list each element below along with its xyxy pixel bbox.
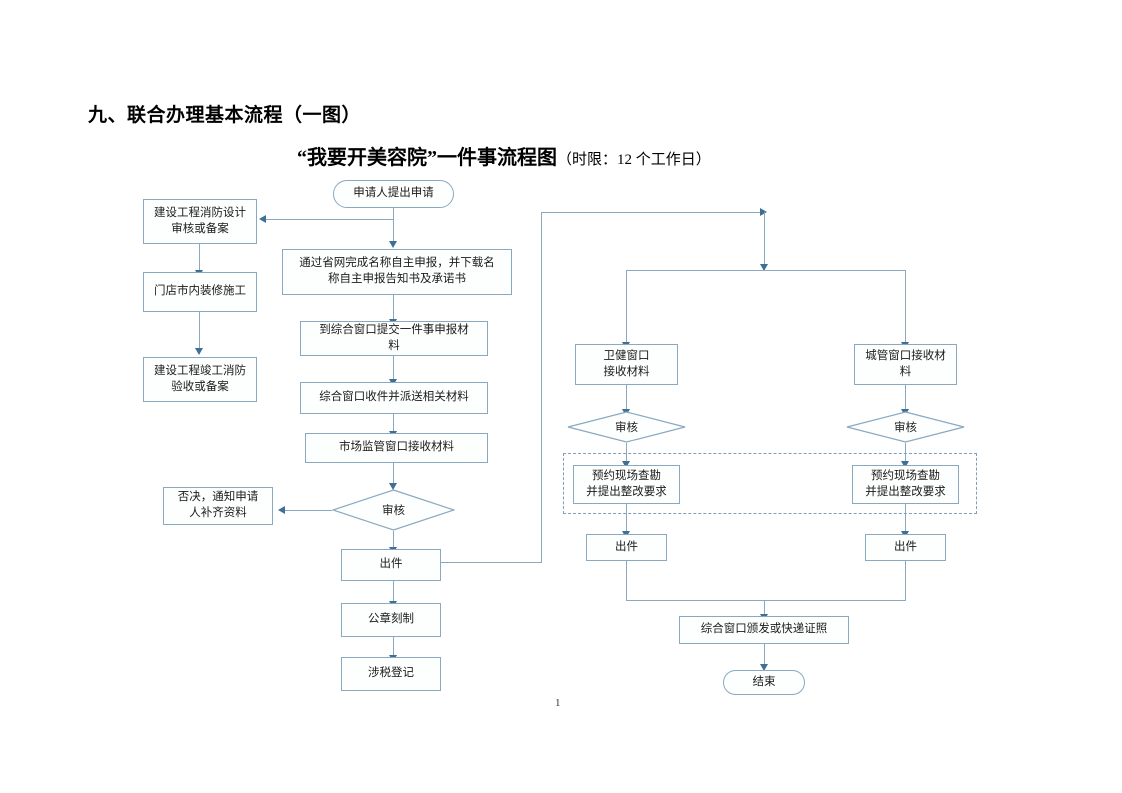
node-reject-notice[interactable]: 否决，通知申请 人补齐资料 xyxy=(163,487,273,525)
node-review-health-label: 审核 xyxy=(615,422,638,434)
connector-start-to-name-decl xyxy=(393,219,395,242)
node-seal-engraving-label: 公章刻制 xyxy=(368,613,414,626)
diamond-shape-icon xyxy=(332,489,455,531)
connector-rail-drop xyxy=(764,212,766,270)
connector-start-down xyxy=(393,208,395,220)
connector-decoration-to-fire-accept xyxy=(199,312,201,350)
node-health-receive-label: 卫健窗口 接收材料 xyxy=(603,349,650,378)
connector-top-rail xyxy=(541,212,764,214)
node-decoration-label: 门店市内装修施工 xyxy=(154,285,246,298)
node-review-urban[interactable]: 审核 xyxy=(846,411,965,443)
connector-survey-right-to-out xyxy=(905,504,907,534)
connector-out-left-down xyxy=(626,561,628,600)
node-fire-acceptance[interactable]: 建设工程竣工消防 验收或备案 xyxy=(143,357,257,402)
onsite-survey-group xyxy=(563,453,977,514)
node-issue-certificate[interactable]: 综合窗口颁发或快递证照 xyxy=(679,616,849,644)
node-fire-design[interactable]: 建设工程消防设计 审核或备案 xyxy=(143,199,257,244)
node-fire-acceptance-label: 建设工程竣工消防 验收或备案 xyxy=(154,364,246,393)
node-review-urban-label: 审核 xyxy=(894,422,917,434)
connector-urban-to-review-right xyxy=(905,385,907,411)
connector-out-mid-to-seal xyxy=(393,581,395,603)
node-survey-health[interactable]: 预约现场查勘 并提出整改要求 xyxy=(573,465,680,504)
node-out-middle[interactable]: 出件 xyxy=(341,549,441,581)
connector-submit-to-receive xyxy=(393,356,395,381)
connector-split-to-urban xyxy=(905,270,907,344)
connector-name-decl-to-submit xyxy=(393,295,395,321)
connector-out-mid-right xyxy=(430,562,542,564)
connector-branch-split-bar xyxy=(626,270,906,272)
page-title: “我要开美容院”一件事流程图（时限：12 个工作日） xyxy=(297,141,711,170)
node-survey-urban[interactable]: 预约现场查勘 并提出整改要求 xyxy=(852,465,959,504)
node-market-receive-label: 市场监管窗口接收材料 xyxy=(339,441,454,454)
arrow-to-review-mid xyxy=(389,483,397,490)
arrow-to-name-decl xyxy=(389,241,397,248)
arrow-top-rail xyxy=(760,208,767,216)
node-end-label: 结束 xyxy=(752,675,776,688)
connector-receive-to-market xyxy=(393,414,395,433)
node-out-urban[interactable]: 出件 xyxy=(865,534,946,561)
node-review-health[interactable]: 审核 xyxy=(567,411,686,443)
node-survey-health-label: 预约现场查勘 并提出整改要求 xyxy=(586,469,667,498)
arrow-rail-drop xyxy=(760,264,768,271)
node-start[interactable]: 申请人提出申请 xyxy=(333,180,454,208)
connector-merge-bar xyxy=(626,600,906,602)
connector-out-mid-riser xyxy=(541,212,543,563)
node-submit-materials[interactable]: 到综合窗口提交一件事申报材 料 xyxy=(300,321,488,356)
node-end[interactable]: 结束 xyxy=(723,670,805,695)
arrow-to-survey-right xyxy=(901,461,909,468)
connector-review-right-to-survey xyxy=(905,443,907,465)
connector-start-to-fire-design xyxy=(263,219,394,221)
node-decoration[interactable]: 门店市内装修施工 xyxy=(143,272,257,312)
page-title-main: “我要开美容院”一件事流程图 xyxy=(297,147,557,169)
connector-market-to-review xyxy=(393,463,395,485)
arrow-to-fire-accept xyxy=(195,348,203,355)
node-reject-notice-label: 否决，通知申请 人补齐资料 xyxy=(177,491,259,519)
node-out-health[interactable]: 出件 xyxy=(586,534,667,561)
node-tax-registration[interactable]: 涉税登记 xyxy=(341,657,441,691)
node-survey-urban-label: 预约现场查勘 并提出整改要求 xyxy=(865,469,946,498)
arrow-to-survey-left xyxy=(622,461,630,468)
node-out-urban-label: 出件 xyxy=(894,540,917,553)
node-market-receive[interactable]: 市场监管窗口接收材料 xyxy=(305,433,488,463)
connector-issue-to-end xyxy=(764,644,766,666)
connector-health-to-review-left xyxy=(626,385,628,411)
node-receive-dispatch[interactable]: 综合窗口收件并派送相关材料 xyxy=(300,382,488,414)
connector-survey-left-to-out xyxy=(626,504,628,534)
connector-split-to-health xyxy=(626,270,628,344)
node-review-middle[interactable]: 审核 xyxy=(332,489,455,531)
node-out-middle-label: 出件 xyxy=(379,558,403,571)
node-name-declaration[interactable]: 通过省网完成名称自主申报，并下载名 称自主申报告知书及承诺书 xyxy=(282,249,512,295)
connector-review-to-out-mid xyxy=(393,531,395,549)
node-name-declaration-label: 通过省网完成名称自主申报，并下载名 称自主申报告知书及承诺书 xyxy=(299,257,495,285)
node-receive-dispatch-label: 综合窗口收件并派送相关材料 xyxy=(319,391,469,404)
arrow-to-reject xyxy=(278,506,285,514)
connector-out-right-down xyxy=(905,561,907,600)
diamond-shape-icon xyxy=(567,411,686,443)
node-health-receive[interactable]: 卫健窗口 接收材料 xyxy=(575,344,678,385)
connector-merge-to-issue xyxy=(764,600,766,616)
node-submit-materials-label: 到综合窗口提交一件事申报材 料 xyxy=(319,323,469,352)
node-out-health-label: 出件 xyxy=(615,540,638,553)
connector-review-left-to-survey xyxy=(626,443,628,465)
node-tax-registration-label: 涉税登记 xyxy=(368,667,414,680)
section-heading: 九、联合办理基本流程（一图） xyxy=(88,105,362,126)
connector-fire-design-to-decoration xyxy=(199,244,201,272)
node-start-label: 申请人提出申请 xyxy=(353,187,434,200)
node-fire-design-label: 建设工程消防设计 审核或备案 xyxy=(154,206,246,235)
arrow-to-end xyxy=(760,664,768,671)
node-urban-receive[interactable]: 城管窗口接收材 料 xyxy=(854,344,957,385)
page-title-suffix: （时限：12 个工作日） xyxy=(557,152,711,168)
page-number: 1 xyxy=(555,697,561,709)
node-issue-certificate-label: 综合窗口颁发或快递证照 xyxy=(700,623,828,636)
arrow-to-fire-design xyxy=(259,215,266,223)
node-urban-receive-label: 城管窗口接收材 料 xyxy=(865,349,946,378)
node-review-middle-label: 审核 xyxy=(382,505,405,517)
connector-review-to-reject xyxy=(282,510,332,512)
connector-seal-to-tax xyxy=(393,637,395,657)
diamond-shape-icon xyxy=(846,411,965,443)
node-seal-engraving[interactable]: 公章刻制 xyxy=(341,603,441,637)
